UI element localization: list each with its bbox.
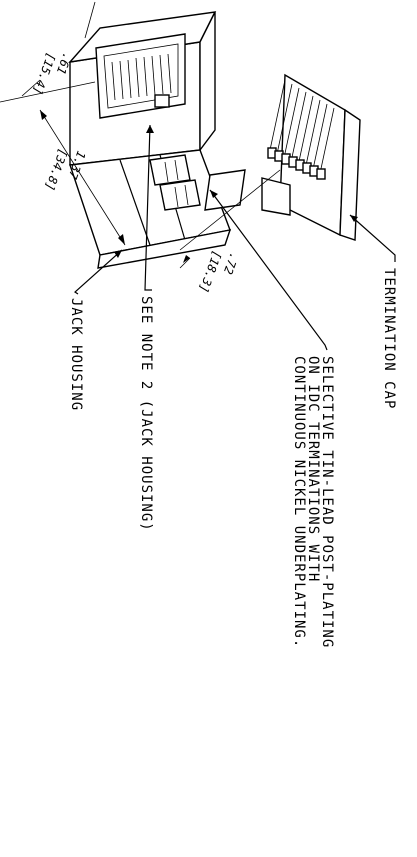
leader-lines <box>74 124 396 351</box>
dim-072-mm: [18.3] <box>196 249 224 295</box>
idc-terminations <box>149 154 246 211</box>
dim-061-in: .61 <box>54 51 75 76</box>
dim-061-mm: [15.4] <box>30 51 58 97</box>
jack-port <box>95 33 186 119</box>
dim-072-in: .72 <box>221 251 242 276</box>
dimension-lines <box>0 1 281 269</box>
text-labels: TERMINATION CAP SELECTIVE TIN-LEAD POST-… <box>68 268 397 648</box>
see-note-label: SEE NOTE 2 (JACK HOUSING) <box>138 296 154 532</box>
selective-plating-line1: SELECTIVE TIN-LEAD POST-PLATING <box>319 356 335 648</box>
selective-plating-line2: ON IDC TERMINATIONS WITH <box>305 356 321 582</box>
dim-137-mm: [34.8] <box>42 147 70 193</box>
selective-plating-line3: CONTINUOUS NICKEL UNDERPLATING. <box>291 356 307 648</box>
jack-housing-label: JACK HOUSING <box>68 298 84 411</box>
termination-cap-label: TERMINATION CAP <box>381 268 397 409</box>
termination-cap <box>261 73 361 241</box>
